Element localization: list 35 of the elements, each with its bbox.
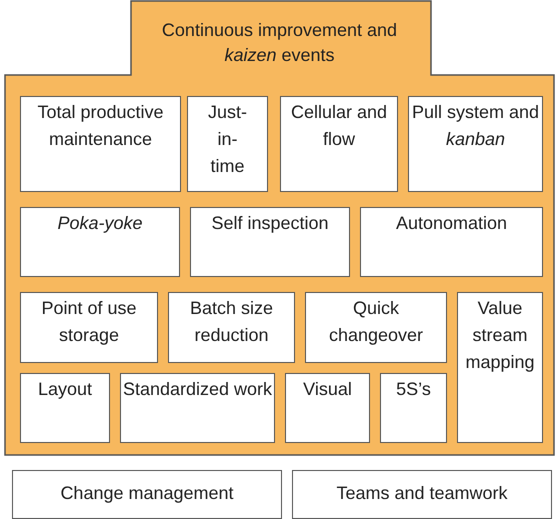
concept-box <box>190 207 350 277</box>
box-label: Change management <box>60 482 234 505</box>
box-label: Total productive maintenance <box>36 101 165 151</box>
concept-box <box>285 373 370 443</box>
box-label: Point of use storage <box>40 297 138 347</box>
concept-box <box>408 96 543 192</box>
concept-box <box>380 373 447 443</box>
label-box <box>292 470 552 519</box>
label-box <box>12 470 282 519</box>
concept-box <box>360 207 543 277</box>
box-label: 5S’s <box>396 378 431 401</box>
heading-text: Continuous improvement and kaizen events <box>160 19 398 67</box>
box-label: Standardized work <box>122 378 272 401</box>
concept-box <box>20 292 158 363</box>
box-label: Self inspection <box>211 212 329 235</box>
concept-box <box>168 292 295 363</box>
box-label: Just-in-time <box>206 101 248 178</box>
box-label: Autonomation <box>396 212 508 235</box>
box-label: Pull system and kanban <box>410 101 540 151</box>
box-label: Visual <box>303 378 352 401</box>
concept-box <box>457 292 543 443</box>
box-label: Teams and teamwork <box>336 482 508 505</box>
concept-box <box>20 373 110 443</box>
box-label: Cellular and flow <box>290 101 388 151</box>
box-label: Batch size reduction <box>188 297 274 347</box>
concept-box <box>305 292 447 363</box>
box-label: Layout <box>38 378 92 401</box>
concept-box <box>20 207 180 277</box>
box-label: Quick changeover <box>328 297 424 347</box>
concept-box <box>187 96 268 192</box>
concept-box <box>20 96 181 192</box>
concept-box <box>120 373 275 443</box>
box-label: Value stream mapping <box>464 297 536 374</box>
concept-box <box>280 96 398 192</box>
box-label: Poka-yoke <box>57 212 143 235</box>
